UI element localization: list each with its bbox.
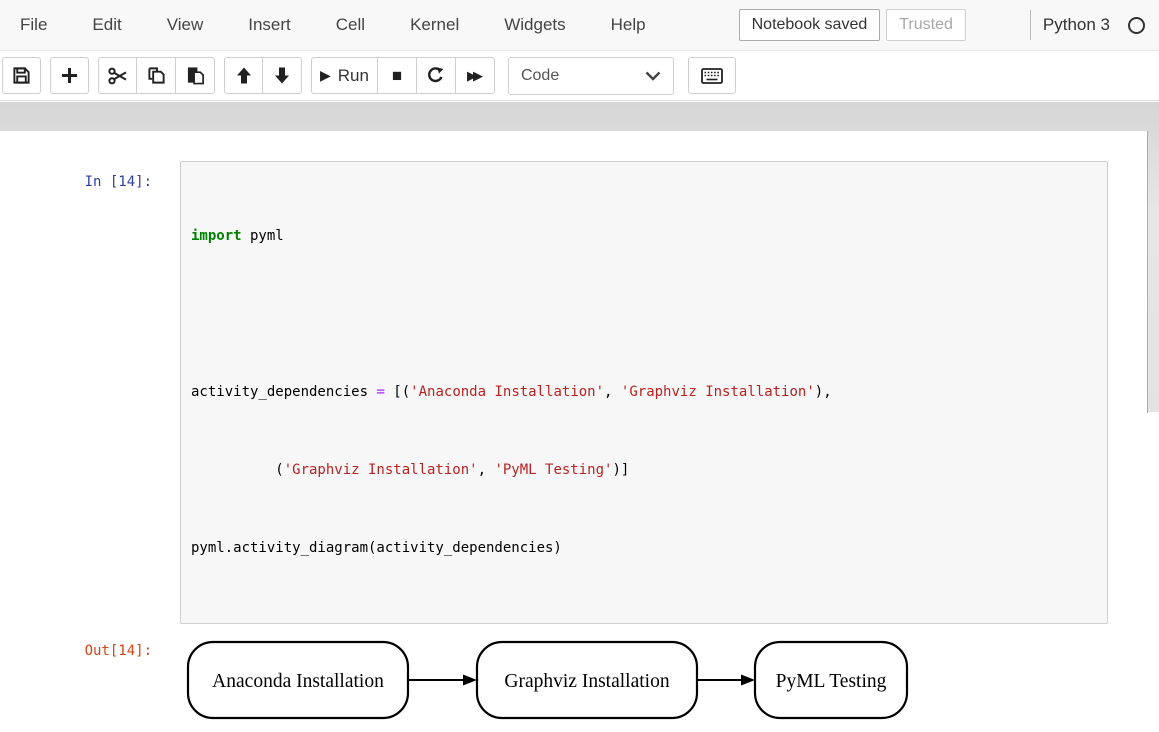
menu-help[interactable]: Help: [611, 15, 646, 35]
save-button[interactable]: [2, 57, 41, 94]
copy-icon: [147, 66, 166, 85]
code-line: ('Graphviz Installation', 'PyML Testing'…: [191, 457, 1097, 483]
page-background: In [14]: import pyml activity_dependenci…: [0, 102, 1159, 412]
cell-type-selected: Code: [521, 67, 645, 85]
kernel-idle-icon: [1128, 17, 1145, 34]
notebook-container: In [14]: import pyml activity_dependenci…: [0, 131, 1148, 413]
restart-run-all-button[interactable]: ▶▶: [456, 57, 495, 94]
code-line: [191, 301, 1097, 327]
diagram-arrowhead: [463, 675, 477, 686]
menu-view[interactable]: View: [167, 15, 204, 35]
add-cell-button[interactable]: [50, 57, 89, 94]
menu-edit[interactable]: Edit: [92, 15, 121, 35]
paste-icon: [186, 66, 205, 85]
save-icon: [12, 66, 31, 85]
activity-diagram-svg: Anaconda Installation Graphviz Installat…: [180, 631, 925, 727]
diagram-node-label: Anaconda Installation: [212, 671, 384, 692]
chevron-down-icon: [645, 71, 661, 81]
cut-icon: [108, 67, 128, 85]
diagram-arrowhead: [741, 675, 755, 686]
run-icon: ▶: [320, 67, 331, 84]
kernel-divider: [1030, 10, 1031, 40]
run-button[interactable]: ▶ Run: [311, 57, 378, 94]
input-prompt: In [14]:: [0, 161, 180, 624]
command-palette-button[interactable]: [688, 57, 736, 94]
move-cell-down-button[interactable]: [263, 57, 302, 94]
menu-widgets[interactable]: Widgets: [504, 15, 565, 35]
cell-type-dropdown[interactable]: Code: [508, 57, 674, 95]
diagram-node-label: Graphviz Installation: [504, 671, 669, 692]
copy-cell-button[interactable]: [137, 57, 176, 94]
output-prompt: Out[14]:: [0, 631, 180, 732]
code-cell[interactable]: In [14]: import pyml activity_dependenci…: [0, 131, 1147, 624]
move-cell-up-button[interactable]: [224, 57, 263, 94]
menu-bar: File Edit View Insert Cell Kernel Widget…: [0, 0, 1159, 51]
code-input-area[interactable]: import pyml activity_dependencies = [('A…: [180, 161, 1108, 624]
activity-diagram-output: Anaconda Installation Graphviz Installat…: [180, 631, 1147, 732]
cut-cell-button[interactable]: [98, 57, 137, 94]
code-line: activity_dependencies = [('Anaconda Inst…: [191, 379, 1097, 405]
menu-insert[interactable]: Insert: [248, 15, 291, 35]
kernel-name: Python 3: [1043, 15, 1110, 35]
plus-icon: [61, 67, 78, 84]
fast-forward-icon: ▶▶: [467, 68, 483, 84]
menu-file[interactable]: File: [20, 15, 47, 35]
code-line: import pyml: [191, 223, 1097, 249]
restart-icon: [426, 66, 445, 85]
paste-cell-button[interactable]: [176, 57, 215, 94]
notification-notebook-saved: Notebook saved: [739, 9, 881, 41]
diagram-node-label: PyML Testing: [776, 671, 887, 692]
run-label: Run: [338, 66, 369, 86]
toolbar: ▶ Run ■ ▶▶ Code: [0, 51, 1159, 101]
code-line: pyml.activity_diagram(activity_dependenc…: [191, 535, 1097, 561]
restart-kernel-button[interactable]: [417, 57, 456, 94]
stop-icon: ■: [392, 66, 402, 86]
code-editor[interactable]: import pyml activity_dependencies = [('A…: [191, 171, 1097, 613]
output-cell: Out[14]: Anaconda Installation Graphviz …: [0, 631, 1147, 732]
menu-kernel[interactable]: Kernel: [410, 15, 459, 35]
arrow-up-icon: [236, 67, 252, 84]
trusted-badge[interactable]: Trusted: [886, 9, 966, 41]
menu-cell[interactable]: Cell: [336, 15, 365, 35]
keyboard-icon: [701, 68, 723, 84]
interrupt-kernel-button[interactable]: ■: [378, 57, 417, 94]
arrow-down-icon: [274, 67, 290, 84]
